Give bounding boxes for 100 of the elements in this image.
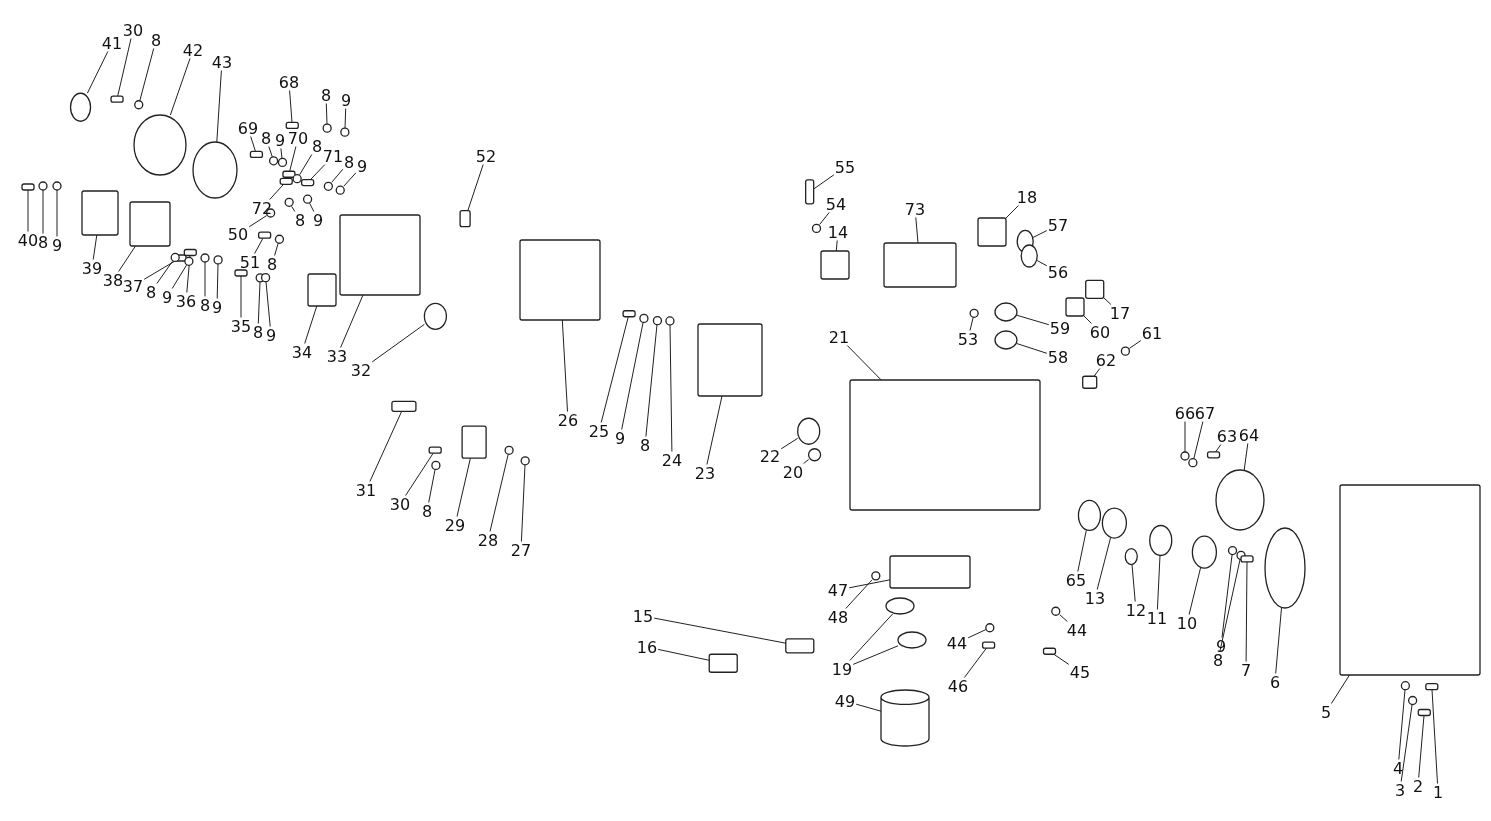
- ring-part: [184, 256, 194, 266]
- block-part: [279, 177, 293, 185]
- callout-number: 36: [174, 292, 198, 310]
- ring-part: [520, 456, 530, 466]
- block-part: [981, 641, 996, 649]
- leader-line: [405, 452, 434, 496]
- leader-line: [706, 395, 723, 465]
- callout-number: 18: [1015, 188, 1039, 206]
- leader-line: [216, 263, 219, 299]
- callout-number: 8: [310, 137, 324, 155]
- leader-line: [669, 324, 673, 452]
- block-part: [249, 150, 264, 159]
- leader-line: [845, 579, 873, 609]
- callout-number: 8: [149, 31, 163, 49]
- block-part: [459, 210, 471, 228]
- leader-line: [56, 189, 58, 237]
- leader-line: [657, 648, 710, 661]
- block-part: [1042, 647, 1057, 655]
- ring-part: [52, 181, 62, 191]
- leader-line: [289, 90, 293, 123]
- callout-number: 16: [635, 638, 659, 656]
- ring-part: [277, 157, 288, 168]
- callout-number: 9: [264, 326, 278, 344]
- callout-number: 33: [325, 347, 349, 365]
- callout-number: 43: [210, 53, 234, 71]
- callout-number: 8: [265, 255, 279, 273]
- leader-line: [344, 108, 347, 129]
- ring-part: [1215, 469, 1265, 531]
- callout-number: 15: [631, 607, 655, 625]
- block-part: [285, 121, 299, 130]
- ring-part: [192, 141, 238, 199]
- callout-number: 8: [342, 153, 356, 171]
- callout-number: 48: [826, 608, 850, 626]
- leader-line: [340, 294, 364, 348]
- callout-number: 8: [259, 129, 273, 147]
- leader-line: [371, 323, 425, 363]
- ring-part: [431, 460, 441, 471]
- leader-line: [1221, 554, 1233, 638]
- ring-part: [985, 623, 995, 633]
- leader-line: [250, 136, 256, 152]
- leader-line: [848, 579, 891, 589]
- leader-line: [240, 275, 242, 318]
- callout-number: 58: [1046, 348, 1070, 366]
- block-part: [428, 446, 442, 454]
- ring-part: [133, 114, 187, 176]
- callout-number: 8: [198, 296, 212, 314]
- block-part: [258, 231, 272, 239]
- leader-line: [1016, 343, 1048, 354]
- leader-line: [274, 242, 279, 256]
- callout-number: 4: [1391, 759, 1405, 777]
- callout-number: 8: [420, 502, 434, 520]
- callout-number: 9: [50, 236, 64, 254]
- ring-part: [268, 156, 279, 166]
- callout-number: 7: [1239, 661, 1253, 679]
- ring-part: [340, 127, 350, 137]
- callout-number: 3: [1393, 781, 1407, 799]
- callout-number: 31: [354, 481, 378, 499]
- leader-line: [1330, 674, 1350, 704]
- leader-line: [967, 629, 987, 639]
- callout-number: 42: [181, 41, 205, 59]
- ring-part: [1120, 346, 1131, 356]
- callout-number: 21: [827, 328, 851, 346]
- block-part: [820, 250, 850, 280]
- callout-number: 2: [1411, 777, 1425, 795]
- leader-line: [309, 202, 315, 212]
- leader-line: [1128, 340, 1142, 349]
- block-part: [883, 242, 957, 288]
- leader-line: [1184, 421, 1186, 453]
- leader-line: [1243, 443, 1249, 471]
- block-part: [183, 248, 197, 257]
- leader-line: [1103, 297, 1112, 305]
- leader-line: [156, 260, 173, 284]
- leader-line: [257, 281, 261, 324]
- callout-number: 17: [1108, 304, 1132, 322]
- leader-line: [304, 305, 318, 344]
- callout-number: 69: [236, 119, 260, 137]
- block-part: [391, 400, 417, 412]
- callout-number: 35: [229, 317, 253, 335]
- leader-line: [269, 183, 284, 200]
- block-part: [1240, 555, 1254, 563]
- callout-number: 9: [311, 211, 325, 229]
- ring-part: [213, 255, 223, 265]
- cylinder-liner-part: [880, 689, 930, 747]
- callout-number: 25: [587, 422, 611, 440]
- ring-part: [69, 92, 92, 122]
- callout-number: 5: [1319, 703, 1333, 721]
- leader-line: [489, 453, 509, 532]
- callout-number: 47: [826, 581, 850, 599]
- callout-number: 27: [509, 541, 533, 559]
- leader-line: [1188, 567, 1201, 615]
- callout-number: 9: [355, 157, 369, 175]
- leader-line: [331, 168, 344, 183]
- callout-number: 60: [1088, 323, 1112, 341]
- ring-part: [994, 302, 1018, 322]
- leader-line: [467, 164, 484, 212]
- callout-number: 63: [1215, 427, 1239, 445]
- ring-part: [811, 223, 822, 234]
- callout-number: 9: [160, 288, 174, 306]
- leader-line: [1036, 260, 1048, 267]
- ring-part: [423, 302, 448, 330]
